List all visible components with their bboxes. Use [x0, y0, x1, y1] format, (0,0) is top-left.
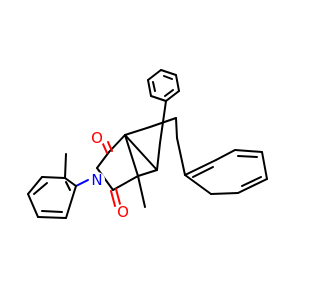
- bond: [147, 69, 162, 81]
- bond: [184, 159, 217, 176]
- carbonyl-bond-top: [102, 143, 108, 154]
- bond: [147, 79, 152, 97]
- bond: [176, 137, 186, 176]
- bond: [192, 166, 214, 178]
- atom-label-layer: O N O: [89, 129, 131, 221]
- bond: [27, 176, 43, 195]
- nitrogen-atom: N: [91, 171, 102, 189]
- bond: [163, 75, 173, 80]
- bond: [64, 177, 77, 187]
- carbonyl-bond-bottom: [110, 190, 116, 207]
- bond: [112, 175, 139, 191]
- molecule-structure: O N O: [27, 69, 268, 221]
- bond: [124, 126, 151, 136]
- bond: [175, 74, 180, 92]
- bond: [156, 142, 161, 171]
- bond: [37, 216, 67, 219]
- bond: [41, 176, 66, 179]
- carbonyl-bond-top: [107, 141, 113, 152]
- bond: [210, 192, 239, 195]
- bond: [124, 134, 139, 177]
- bond: [175, 117, 178, 139]
- bond: [234, 149, 263, 153]
- bond: [96, 151, 110, 169]
- bond: [237, 155, 258, 158]
- bond: [237, 178, 268, 194]
- bond: [27, 193, 39, 218]
- bond: [164, 89, 174, 97]
- bond: [65, 181, 71, 191]
- bond: [137, 169, 158, 177]
- bond: [64, 153, 67, 179]
- oxygen-atom-bottom: O: [117, 203, 129, 221]
- bond: [165, 90, 180, 102]
- bond: [41, 210, 63, 213]
- bond: [159, 100, 167, 144]
- bond: [96, 167, 114, 191]
- bond: [137, 175, 146, 208]
- label-background: [89, 172, 105, 188]
- bond: [124, 134, 158, 171]
- bond: [160, 69, 177, 76]
- bond: [150, 95, 167, 102]
- bond: [33, 182, 48, 195]
- n-aryl-bond: [75, 179, 89, 187]
- label-background: [115, 204, 131, 220]
- bond-layer: [27, 69, 268, 219]
- bond: [215, 149, 236, 161]
- bond: [261, 151, 268, 180]
- bond: [241, 176, 262, 187]
- label-background: [89, 130, 105, 146]
- carbonyl-bond-bottom: [115, 188, 121, 205]
- bond: [152, 81, 156, 92]
- bond: [65, 185, 77, 219]
- oxygen-atom-top: O: [91, 129, 103, 147]
- bond: [184, 174, 212, 195]
